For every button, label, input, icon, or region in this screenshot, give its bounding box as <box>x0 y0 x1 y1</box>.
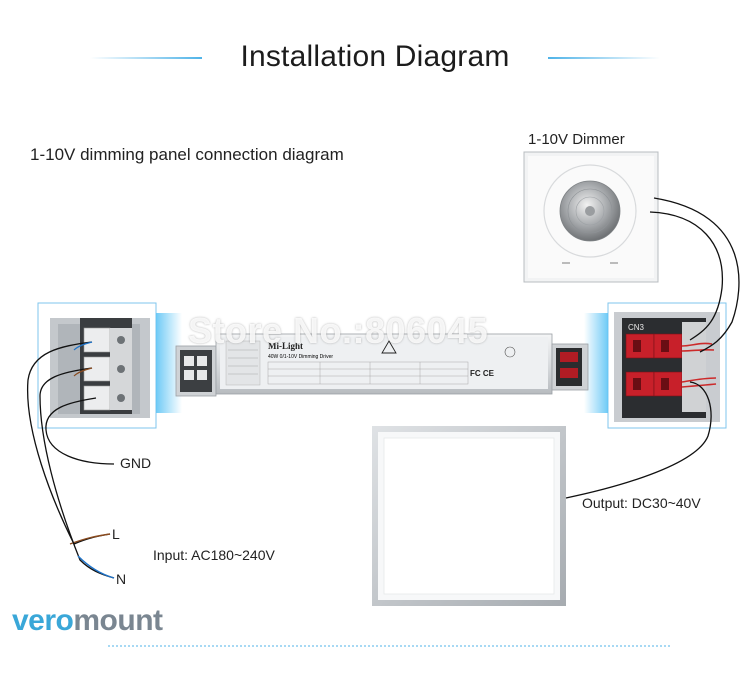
led-panel-light <box>372 426 566 606</box>
dimmer-label: 1-10V Dimmer <box>528 131 625 148</box>
diagram-subtitle: 1-10V dimming panel connection diagram <box>30 145 344 164</box>
store-watermark: Store No.:806045 <box>188 310 489 351</box>
input-terminal-zoom <box>37 302 182 429</box>
brand-logo-part2: mount <box>73 604 163 637</box>
gnd-label: GND <box>120 455 152 471</box>
connector-label: CN3 <box>628 323 645 332</box>
live-label: L <box>112 526 120 542</box>
neutral-wire <box>39 367 115 579</box>
input-voltage-label: Input: AC180~240V <box>153 547 275 563</box>
output-terminal-zoom: CN3 <box>584 302 727 429</box>
warning-icon <box>381 340 397 354</box>
title-accent-right <box>548 57 660 59</box>
dimmer-panel <box>523 151 659 283</box>
page-title: Installation Diagram <box>240 40 510 73</box>
connector-lower <box>625 371 655 397</box>
input-terminal-1 <box>83 327 111 353</box>
brand-logo: veromount <box>12 604 163 638</box>
brand-logo-part1: vero <box>12 604 74 637</box>
driver-model: 40W 0/1-10V Dimming Driver <box>268 354 333 360</box>
output-voltage-label: Output: DC30~40V <box>582 495 701 511</box>
led-driver: Mi-Light 40W 0/1-10V Dimming Driver FC C… <box>175 333 589 397</box>
title-accent-left <box>90 57 202 59</box>
gnd-wire <box>45 397 115 465</box>
output-wire <box>565 381 712 499</box>
dimmer-wire-upper <box>649 211 724 341</box>
neutral-label: N <box>116 571 127 587</box>
driver-cert-marks: FC CE <box>470 369 495 378</box>
input-terminal-3 <box>83 385 111 411</box>
dimmer-wire-lower <box>653 197 740 353</box>
driver-brand: Mi-Light <box>268 341 303 351</box>
